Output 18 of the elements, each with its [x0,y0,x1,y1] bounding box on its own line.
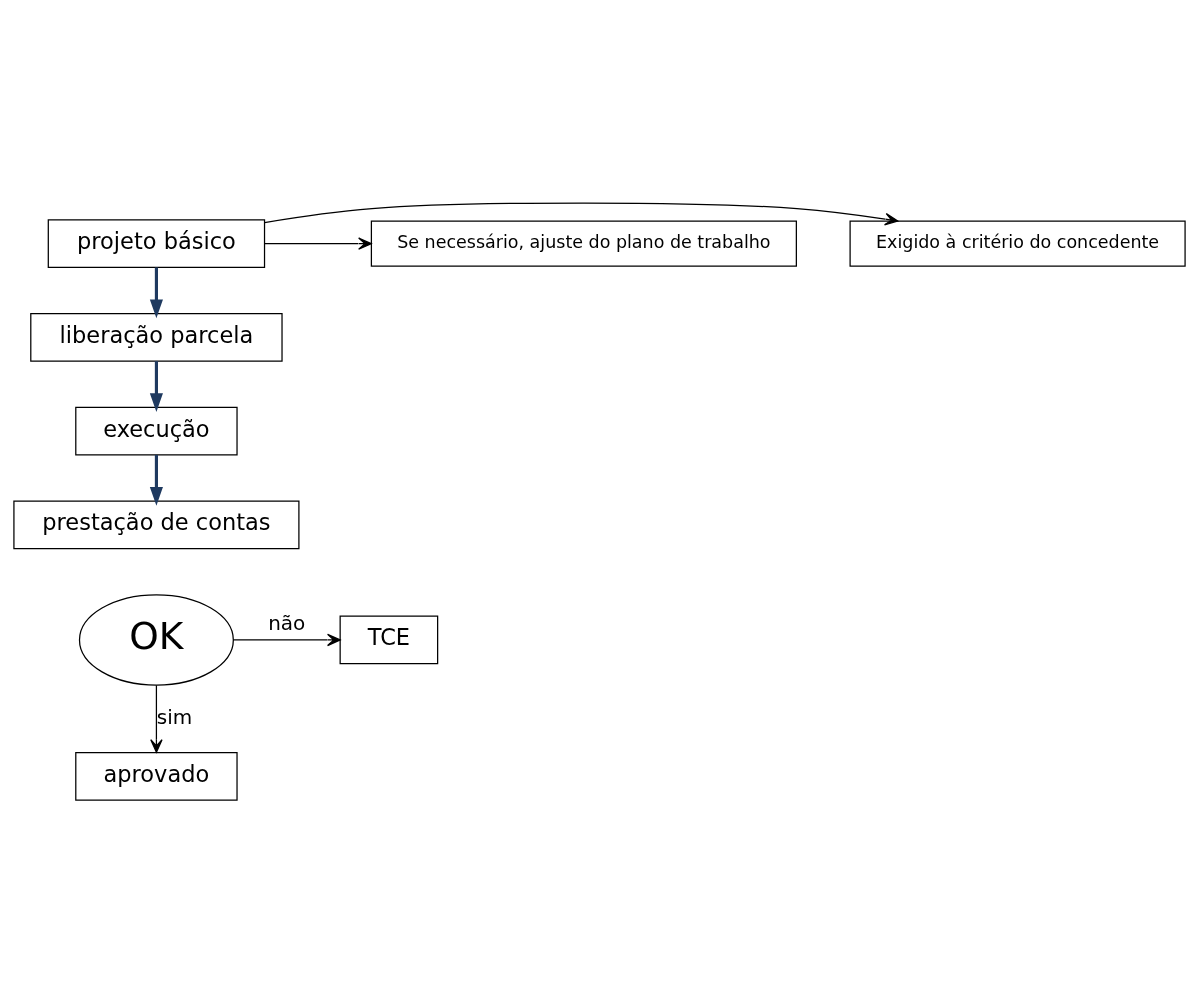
edge-label: não [268,610,306,635]
node-box: prestação de contas [13,500,300,549]
node-box: aprovado [75,751,238,801]
node-box: projeto básico [47,218,266,268]
node-ellipse: OK [78,593,234,686]
node-box: Exigido à critério do concedente [849,220,1186,267]
arrow [263,236,372,250]
arrow [149,360,163,412]
arrow [263,201,899,225]
node-box: Se necessário, ajuste do plano de trabalho [370,220,797,267]
arrow [150,684,163,753]
node-box: liberação parcela [30,312,283,362]
node-box: TCE [339,615,439,664]
node-box: execução [75,406,238,455]
arrow [149,454,163,506]
arrow [232,633,341,646]
arrow [149,266,163,318]
edge-label: sim [156,704,193,729]
